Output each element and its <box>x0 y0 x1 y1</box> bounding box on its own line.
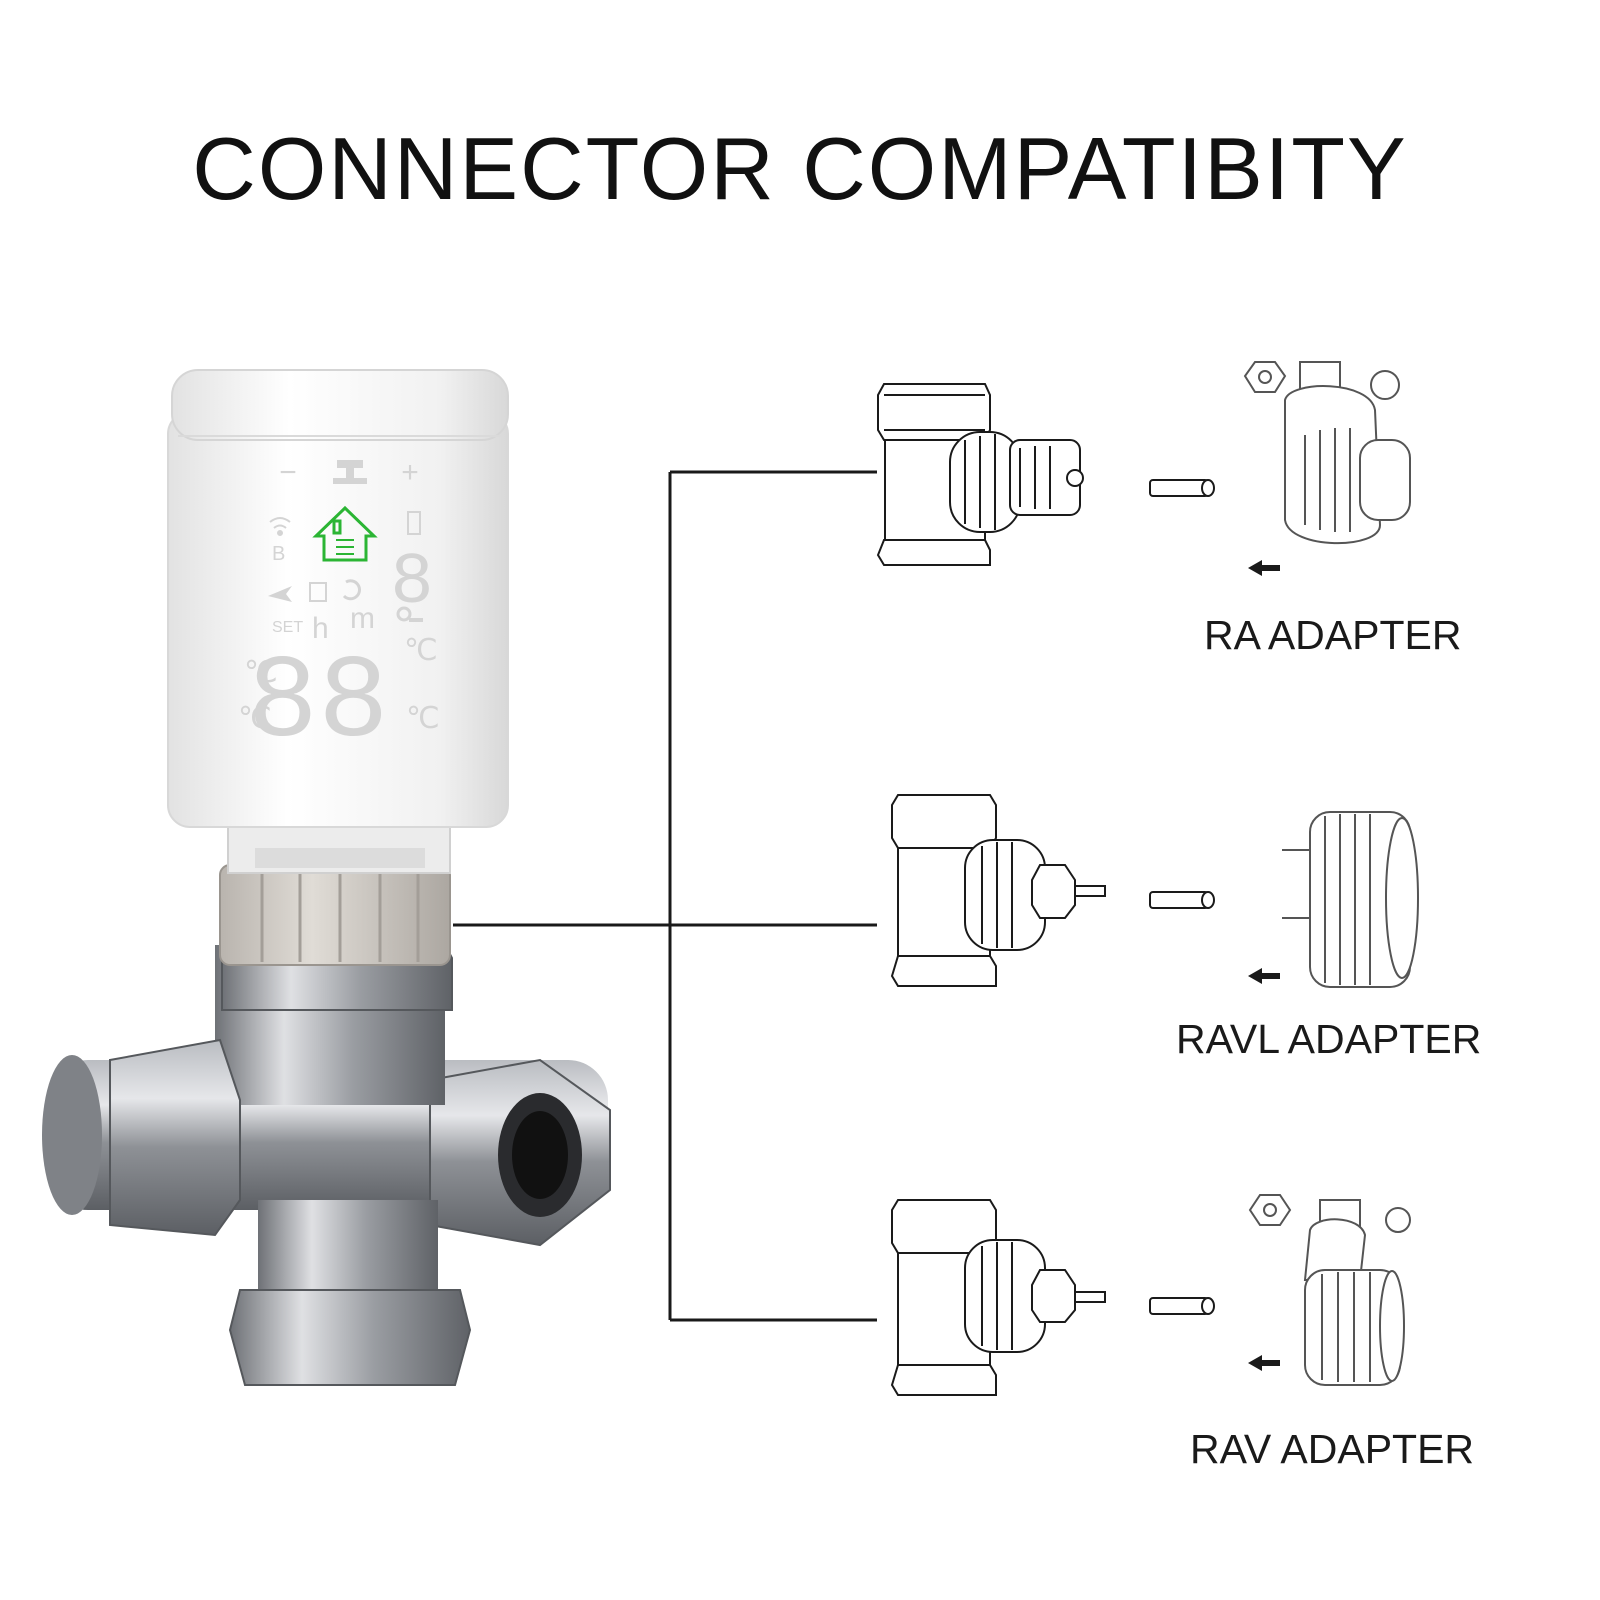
adapter-drawing-ravl <box>1282 811 1419 988</box>
coupling-nut <box>219 864 451 966</box>
temp-unit-right-lower: ℃ <box>406 702 440 735</box>
home-icon <box>312 505 378 562</box>
valve-drawing-ravl <box>890 794 1106 987</box>
temp-unit-left-lower: ℃ <box>238 702 272 735</box>
plus-label: + <box>401 456 419 489</box>
thermostat-display: − + 8 B SET h m <box>238 456 440 771</box>
temp-unit-left: ℃ <box>244 656 278 689</box>
pin-rav <box>1149 1297 1209 1315</box>
plane-icon <box>268 586 292 602</box>
large-digits: 88 <box>247 638 389 771</box>
wifi-icon <box>269 517 291 536</box>
valve-body <box>42 934 611 1386</box>
adapter-drawing-rav <box>1248 1194 1411 1386</box>
pin-ra <box>1149 479 1209 497</box>
calendar-icon <box>309 582 327 602</box>
minus-label: − <box>279 456 297 489</box>
key-icon <box>396 606 423 622</box>
b-label: B <box>272 543 285 565</box>
connector-lines <box>453 470 877 1322</box>
h-label: h <box>312 612 329 645</box>
page-title: CONNECTOR COMPATIBITY <box>192 119 1408 218</box>
battery-icon <box>407 511 421 535</box>
adapter-label-ravl: RAVL ADAPTER <box>1176 1016 1482 1062</box>
direction-arrows <box>1248 560 1280 1371</box>
adapter-label-ra: RA ADAPTER <box>1204 612 1462 658</box>
valve-symbol-icon <box>333 460 367 484</box>
valve-drawing-ra <box>876 383 1084 566</box>
valve-drawing-rav <box>890 1199 1106 1396</box>
thermostat-device: − + 8 B SET h m <box>42 369 611 1386</box>
refresh-icon <box>342 579 362 601</box>
arrow-left-icon <box>1248 1355 1280 1371</box>
arrow-left-icon <box>1248 560 1280 576</box>
adapter-drawing-ra <box>1243 361 1411 545</box>
m-label: m <box>350 602 375 635</box>
pin-ravl <box>1149 891 1209 909</box>
temp-unit-right: ℃ <box>404 634 438 667</box>
pin-parts <box>1149 479 1215 1315</box>
adapter-label-rav: RAV ADAPTER <box>1190 1426 1475 1472</box>
arrow-left-icon <box>1248 968 1280 984</box>
set-label: SET <box>272 619 303 636</box>
